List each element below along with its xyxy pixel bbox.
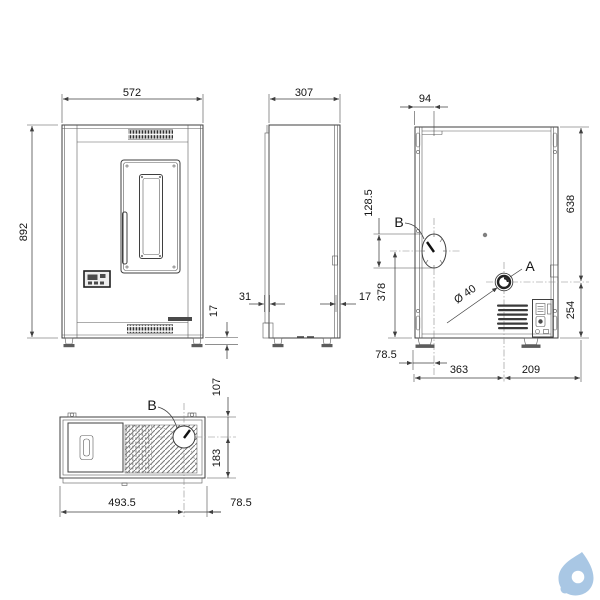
top-view: B 107 183 493.5 78.5	[59, 378, 252, 517]
dim-back-bottom-right-value: 209	[522, 364, 540, 376]
back-vent-slats	[497, 304, 528, 330]
dim-side-front-lip-value: 31	[239, 291, 251, 303]
dim-back-inlet-dia: Ø 40	[446, 283, 498, 324]
label-b-top: B	[147, 397, 156, 413]
side-rear-box	[262, 322, 274, 339]
dim-back-flue-x-value: 94	[419, 93, 431, 105]
dim-back-collar: 128.5	[363, 189, 433, 269]
top-heat-surface	[124, 424, 198, 474]
dim-top-front-gap-value: 107	[211, 378, 223, 396]
front-bottom-vent	[127, 324, 173, 334]
label-b-back-leader	[404, 222, 425, 240]
front-door	[120, 159, 181, 274]
back-air-inlet-a	[486, 262, 589, 382]
dim-front-foot-value: 17	[208, 305, 220, 317]
label-a-leader	[509, 268, 523, 278]
label-b-back: B	[394, 214, 403, 230]
dim-back-right: 638 254	[560, 126, 589, 339]
dim-back-flue-y: 378	[376, 252, 412, 339]
dim-front-height-value: 892	[18, 223, 30, 241]
side-flue-stub	[332, 255, 338, 266]
back-flue-outlet-b	[390, 218, 460, 375]
dim-side-depth: 307	[268, 87, 341, 123]
dim-top-width-right-value: 78.5	[230, 497, 251, 509]
front-control-panel	[83, 270, 111, 288]
dim-top-width-left-value: 493.5	[108, 497, 136, 509]
dim-side-rear-gap: 17	[320, 291, 371, 312]
dim-back-bottom-left-value: 363	[450, 364, 468, 376]
back-view: B A Ø 40 94 128.5 378	[363, 93, 589, 382]
back-fasteners	[415, 132, 559, 331]
side-feet	[272, 336, 333, 348]
top-flue-outlet-b	[158, 403, 236, 517]
dim-back-inlet-dia-value: Ø 40	[452, 283, 478, 307]
back-power-box	[532, 299, 554, 338]
dim-back-right-upper-value: 638	[565, 195, 577, 213]
dim-top-rear-gap-value: 183	[211, 449, 223, 467]
dim-side-depth-value: 307	[295, 87, 313, 99]
water-drop-logo	[558, 552, 594, 596]
door-handle	[122, 211, 128, 265]
dim-front-height: 892	[18, 124, 58, 339]
label-b-top-leader	[157, 406, 178, 429]
dim-front-width: 572	[61, 87, 204, 123]
dim-back-collar-value: 128.5	[363, 189, 375, 217]
dim-back-bottom-offset-value: 78.5	[375, 349, 396, 361]
dim-top-bottom: 493.5 78.5	[59, 486, 252, 517]
side-view: 307 31 17	[239, 87, 371, 348]
back-feet	[415, 337, 541, 348]
dim-front-width-value: 572	[123, 87, 141, 99]
dim-side-front-lip: 31	[239, 291, 285, 312]
label-a: A	[525, 258, 535, 274]
dim-side-rear-gap-value: 17	[359, 291, 371, 303]
dim-front-foot: 17	[205, 305, 238, 359]
back-screw-dot	[482, 232, 488, 238]
dim-top-right: 107 183	[207, 378, 236, 479]
side-door-lip	[264, 132, 270, 324]
top-pellet-lid	[67, 422, 124, 473]
dim-back-flue-y-value: 378	[376, 283, 388, 301]
top-hinge-bolts	[67, 412, 197, 486]
front-rating-label	[168, 317, 192, 321]
dim-back-bottom: 78.5 363 209	[375, 340, 582, 382]
dim-back-right-lower-value: 254	[565, 301, 577, 319]
front-feet	[63, 337, 203, 348]
dim-back-flue-x: 94	[400, 93, 448, 136]
front-top-vent	[128, 129, 173, 140]
front-view: 572 892 17	[18, 87, 238, 359]
